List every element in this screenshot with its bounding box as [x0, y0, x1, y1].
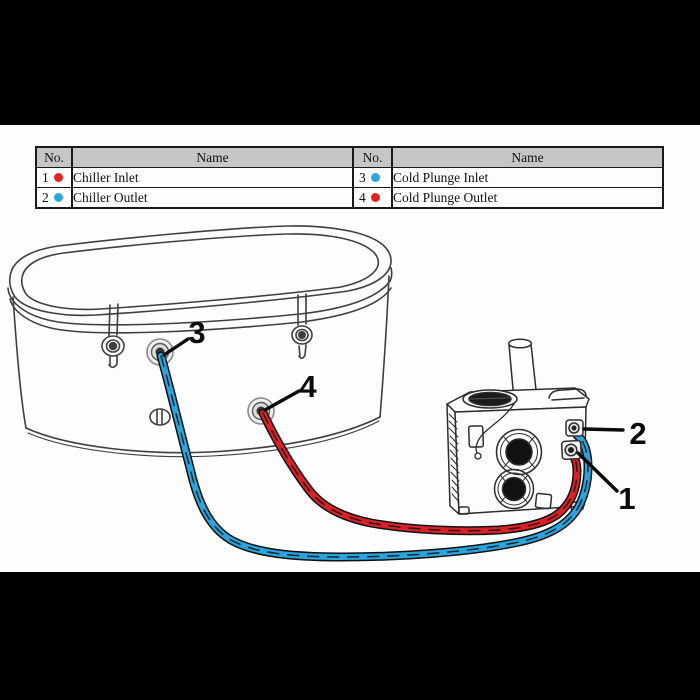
cell-no-1: 1 — [35, 167, 73, 188]
col-header-no-right: No. — [352, 146, 393, 168]
red-dot-icon — [370, 193, 380, 202]
legend-table: No. Name No. Name 1 Chiller Inlet — [35, 146, 664, 209]
legend-header-row: No. Name No. Name — [35, 146, 664, 168]
blue-dot-icon — [53, 193, 63, 202]
cell-no-3: 3 — [352, 167, 393, 188]
port-number: 1 — [42, 169, 49, 185]
cell-no-4: 4 — [352, 187, 393, 209]
col-header-name-right: Name — [391, 146, 664, 168]
cell-name-cold-plunge-inlet: Cold Plunge Inlet — [391, 167, 664, 188]
letterbox-top — [0, 0, 700, 125]
red-dot-icon — [53, 173, 63, 182]
letterbox-bottom — [0, 572, 700, 700]
port-number: 4 — [359, 189, 366, 205]
cell-name-chiller-inlet: Chiller Inlet — [71, 167, 354, 188]
col-header-no-left: No. — [35, 146, 73, 168]
col-header-name-left: Name — [71, 146, 354, 168]
port-number: 3 — [359, 169, 366, 185]
cell-name-chiller-outlet: Chiller Outlet — [71, 187, 354, 209]
content-area: No. Name No. Name 1 Chiller Inlet — [0, 125, 700, 572]
legend-row-2: 2 Chiller Outlet 4 Cold Plunge Outlet — [35, 187, 664, 209]
cell-no-2: 2 — [35, 187, 73, 209]
legend-row-1: 1 Chiller Inlet 3 Cold Plunge Inlet — [35, 167, 664, 188]
cell-name-cold-plunge-outlet: Cold Plunge Outlet — [391, 187, 664, 209]
port-number: 2 — [42, 189, 49, 205]
blue-dot-icon — [370, 173, 380, 182]
